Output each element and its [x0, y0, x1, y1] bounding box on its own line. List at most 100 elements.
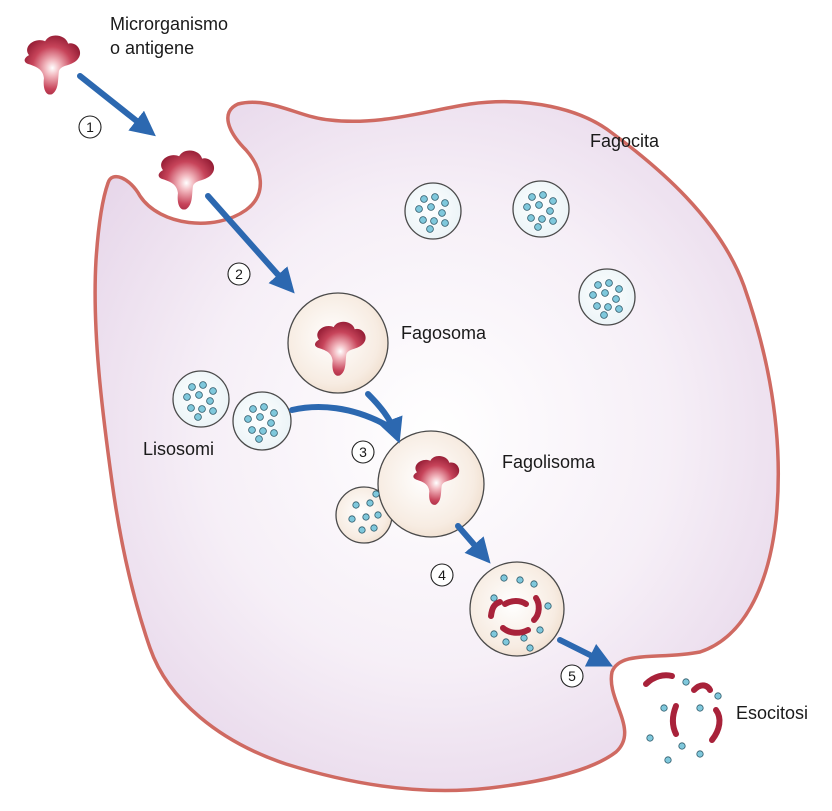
granule-dot: [546, 207, 554, 215]
granule-dot: [604, 303, 612, 311]
digesting-granules: [490, 574, 552, 652]
granule-dot: [209, 387, 217, 395]
label-phagolysosome: Fagolisoma: [502, 452, 596, 472]
label-exocytosis: Esocitosi: [736, 703, 808, 723]
granule-dot: [601, 289, 609, 297]
granule-dot: [714, 692, 722, 700]
label-lysosomes: Lisosomi: [143, 439, 214, 459]
granule-dot: [372, 490, 380, 498]
granule-dot: [194, 413, 202, 421]
granule-dot: [352, 501, 360, 509]
granule-dot: [530, 580, 538, 588]
granule-dot: [528, 193, 536, 201]
granule-dot: [682, 678, 690, 686]
granule-dot: [441, 219, 449, 227]
granule-dot: [195, 391, 203, 399]
exocytosis-debris: [643, 672, 723, 743]
step-4-marker: 4: [430, 563, 454, 587]
granule-dot: [589, 291, 597, 299]
granule-dot: [260, 403, 268, 411]
granule-dot: [502, 638, 510, 646]
granule-dot: [490, 594, 498, 602]
arrow-step-1: [77, 73, 156, 137]
lysosome-granules: [183, 191, 623, 443]
granule-dot: [441, 199, 449, 207]
label-phagosome: Fagosoma: [401, 323, 487, 343]
granule-dot: [612, 295, 620, 303]
granule-dot: [199, 381, 207, 389]
granule-dot: [536, 626, 544, 634]
granule-dot: [419, 216, 427, 224]
granule-dot: [646, 734, 654, 742]
label-microorganism-line1: Microrganismo: [110, 14, 228, 34]
granule-dot: [500, 574, 508, 582]
granule-dot: [549, 197, 557, 205]
granule-dot: [600, 311, 608, 319]
granule-dot: [374, 511, 382, 519]
phagosome: [287, 292, 389, 394]
microbe-fragments: [488, 595, 542, 636]
fused-lysosome-granules: [348, 490, 382, 534]
granule-dot: [593, 302, 601, 310]
granule-dot: [490, 630, 498, 638]
step-3-number: 3: [359, 444, 367, 460]
granule-dot: [198, 405, 206, 413]
granule-dot: [438, 209, 446, 217]
granule-dot: [259, 427, 267, 435]
granule-dot: [244, 415, 252, 423]
granule-dot: [358, 526, 366, 534]
step-2-number: 2: [235, 266, 243, 282]
granule-dot: [678, 742, 686, 750]
granule-dot: [270, 409, 278, 417]
step-4-number: 4: [438, 567, 446, 583]
granule-dot: [605, 279, 613, 287]
granule-dot: [348, 515, 356, 523]
granule-dot: [370, 524, 378, 532]
granule-dot: [615, 285, 623, 293]
granule-dot: [362, 513, 370, 521]
granule-dot: [615, 305, 623, 313]
granule-dot: [427, 203, 435, 211]
granule-dot: [256, 413, 264, 421]
granule-dot: [535, 201, 543, 209]
granule-dot: [255, 435, 263, 443]
granule-dot: [696, 750, 704, 758]
step-3-marker: 3: [351, 440, 375, 464]
step-5-number: 5: [568, 668, 576, 684]
granule-dot: [544, 602, 552, 610]
granule-dot: [431, 193, 439, 201]
granule-dot: [426, 225, 434, 233]
granule-dot: [594, 281, 602, 289]
exocytosis-granules: [646, 678, 722, 764]
granule-dot: [209, 407, 217, 415]
arrow-step-3a: [365, 391, 403, 444]
step-2-marker: 2: [227, 262, 251, 286]
arrow-step-4: [455, 523, 491, 564]
granule-dot: [249, 405, 257, 413]
granule-dot: [206, 397, 214, 405]
granule-dot: [248, 426, 256, 434]
granule-dot: [267, 419, 275, 427]
granule-dot: [183, 393, 191, 401]
granule-dot: [420, 195, 428, 203]
step-1-marker: 1: [78, 115, 102, 139]
granule-dot: [534, 223, 542, 231]
granule-dot: [523, 203, 531, 211]
granule-dot: [270, 429, 278, 437]
granule-dot: [660, 704, 668, 712]
granule-dot: [526, 644, 534, 652]
step-1-number: 1: [86, 119, 94, 135]
arrow-step-5: [557, 637, 614, 667]
step-5-marker: 5: [560, 664, 584, 688]
granule-dot: [187, 404, 195, 412]
granule-dot: [188, 383, 196, 391]
microorganism-outside: [24, 35, 81, 95]
granule-dot: [415, 205, 423, 213]
granule-dot: [696, 704, 704, 712]
granule-dot: [527, 214, 535, 222]
granule-dot: [549, 217, 557, 225]
granule-dot: [366, 499, 374, 507]
label-microorganism-line2: o antigene: [110, 38, 194, 58]
